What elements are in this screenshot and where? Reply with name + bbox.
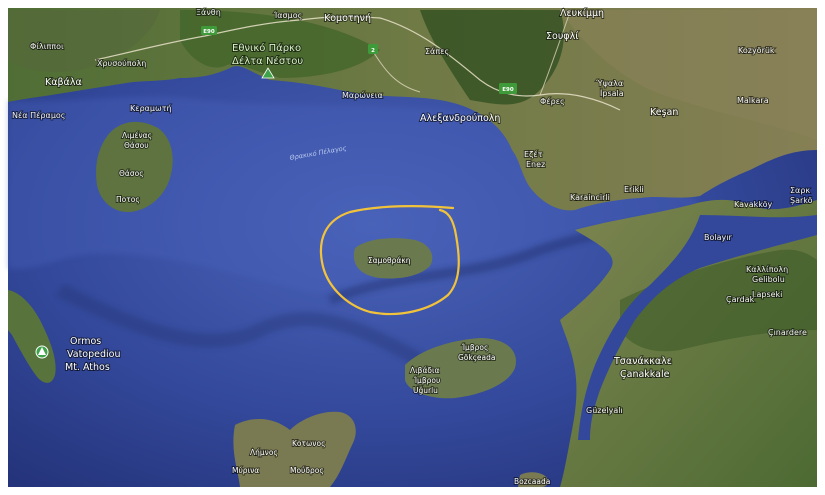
shield-e90-east-label: E90 xyxy=(502,87,514,93)
label-moudros: Μούδρος xyxy=(290,466,324,475)
label-ipsala: Ύψαλα xyxy=(595,79,623,88)
label-soufli: Σουφλί xyxy=(546,31,579,42)
label-sarkoy: Şarkö xyxy=(790,196,813,205)
highway-shield-icon[interactable]: E90 xyxy=(201,26,217,35)
label-karaincirli: Karaincirli xyxy=(570,193,610,202)
label-kesan: Keşan xyxy=(650,107,678,118)
label-guzelyali: Güzelyalı xyxy=(586,406,623,415)
tree-marker-icon[interactable] xyxy=(261,67,275,79)
label-gelibolu-gr: Καλλίπολη xyxy=(746,265,788,274)
label-park-line1: Εθνικό Πάρκο xyxy=(232,42,301,54)
label-ugurlu: Uğurlu xyxy=(413,386,438,395)
label-keramoti: Κεραμωτή xyxy=(130,104,172,113)
label-kavala: Καβάλα xyxy=(45,77,82,88)
dardanelles-strait[interactable] xyxy=(578,215,817,440)
label-imvros-gr: Ίμβρος xyxy=(461,343,488,352)
label-erikli: Erikli xyxy=(624,185,644,194)
label-filippoi: Φίλιπποι xyxy=(30,42,64,51)
label-enez-gr: Εζέτ xyxy=(524,149,543,159)
label-nea-peramos: Νέα Πέραμος xyxy=(12,110,66,120)
label-thasos-city: Θάσου xyxy=(124,141,149,150)
label-sapes: Σάπες xyxy=(425,47,449,56)
label-ipsala-tr: İpsala xyxy=(600,88,624,98)
label-myrina: Μύρινα xyxy=(232,466,259,475)
label-malkara: Malkara xyxy=(737,96,769,105)
circle-annotation[interactable] xyxy=(319,205,460,316)
samothraki-island[interactable] xyxy=(353,238,433,279)
sea-trench xyxy=(56,283,424,367)
eastern-thrace-plain xyxy=(560,10,817,140)
label-kozyoruk: Kozyörük xyxy=(738,46,775,55)
road-route-2[interactable] xyxy=(371,49,421,93)
rhodope-forest xyxy=(420,10,564,105)
label-lefkimmi: Λευκίμμη xyxy=(560,8,604,19)
highway-shield-icon[interactable]: E90 xyxy=(499,83,517,94)
label-limnos: Λήμνος xyxy=(250,448,278,457)
label-imvros-city: Ίμβρου xyxy=(413,376,440,385)
label-gokceada: Gökçeada xyxy=(458,353,495,362)
label-livadia: Λιβάδια xyxy=(410,366,440,375)
label-park-line2: Δέλτα Νέστου xyxy=(232,55,303,67)
label-athos: Mt. Athos xyxy=(65,362,110,373)
gallipoli-forest xyxy=(620,249,817,352)
label-maroneia: Μαρώνεια xyxy=(342,90,383,100)
road-e90-west[interactable] xyxy=(94,16,381,61)
label-kavakkoy: Kavakköy xyxy=(734,200,773,209)
nestos-plain xyxy=(180,10,380,78)
road-north[interactable] xyxy=(539,11,571,96)
label-iasmos: Ίασμος xyxy=(273,10,302,20)
label-limenas: Λιμένας xyxy=(122,131,152,140)
athos-peninsula[interactable] xyxy=(8,290,56,383)
label-sarkoy-gr: Σαρκ xyxy=(790,186,810,195)
label-xanthi: Ξάνθη xyxy=(196,8,221,17)
label-cinardere: Çınardere xyxy=(768,328,807,337)
label-cardak: Çardak xyxy=(726,295,755,304)
label-samothraki: Σαμοθράκη xyxy=(368,256,411,265)
tree-marker-icon[interactable] xyxy=(35,345,49,359)
thasos-island[interactable] xyxy=(96,121,173,213)
label-canakkale-gr: Τσανάκκαλε xyxy=(613,356,672,367)
shield-e90-west-label: E90 xyxy=(203,29,215,35)
label-canakkale: Çanakkale xyxy=(620,369,670,380)
label-ormos: Ormos xyxy=(70,336,101,347)
label-feres: Φέρες xyxy=(540,96,565,106)
bozcaada-island[interactable] xyxy=(518,472,548,487)
label-potos: Ποτος xyxy=(116,195,140,204)
imbros-island[interactable] xyxy=(405,338,516,399)
label-lapseki: Lapseki xyxy=(752,290,782,299)
label-komotini: Κομοτηνή xyxy=(324,13,371,24)
highway-shield-icon[interactable]: 2 xyxy=(368,44,378,54)
label-alexandroupoli: Αλεξανδρούπολη xyxy=(420,113,500,124)
label-kotonos: Κοτωνος xyxy=(292,439,325,448)
label-bolayir: Bolayır xyxy=(704,233,732,242)
shield-route-2-label: 2 xyxy=(371,48,375,54)
label-enez: Enez xyxy=(526,160,545,169)
label-vatopediou: Vatopediou xyxy=(67,349,121,360)
label-thasos: Θάσος xyxy=(119,169,144,178)
kavala-hills xyxy=(8,10,160,72)
label-gelibolu: Gelibolu xyxy=(752,275,785,284)
limnos-island[interactable] xyxy=(233,411,356,487)
label-chrysoupoli: Χρυσούπολη xyxy=(97,58,146,68)
label-bozcaada: Bozcaada xyxy=(514,477,550,486)
